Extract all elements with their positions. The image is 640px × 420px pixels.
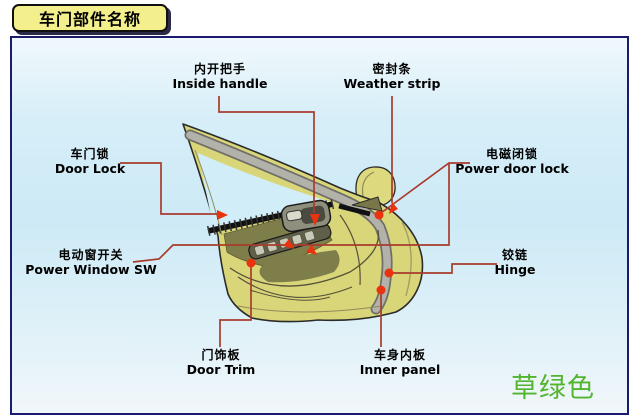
bottom-hem	[237, 305, 383, 313]
mirror-mount	[351, 196, 383, 212]
label-power-door-lock-zh: 电磁闭锁	[485, 147, 538, 161]
label-power-window-sw: 电动窗开关 Power Window SW	[14, 248, 168, 277]
outer-skin-shade	[401, 221, 412, 297]
label-power-window-sw-en: Power Window SW	[25, 261, 157, 277]
label-door-lock: 车门锁 Door Lock	[25, 147, 155, 176]
label-inside-handle-zh: 内开把手	[193, 62, 246, 76]
weather-strip-band	[186, 131, 391, 313]
leader-power-door-lock	[380, 162, 470, 214]
label-inner-panel: 车身内板 Inner panel	[330, 348, 470, 377]
label-hinge-en: Hinge	[494, 261, 536, 277]
label-door-trim: 门饰板 Door Trim	[151, 348, 291, 377]
inside-handle-shape	[280, 199, 332, 233]
pull-pocket-seam	[249, 289, 331, 301]
leader-power-window-sw	[132, 164, 450, 263]
label-hinge-zh: 铰链	[501, 248, 528, 262]
dot-power-door-lock	[374, 210, 384, 220]
label-door-lock-en: Door Lock	[54, 160, 126, 176]
page-title: 车门部件名称	[12, 4, 168, 32]
label-power-window-sw-zh: 电动窗开关	[58, 248, 124, 262]
arrow-window-sw-2	[306, 245, 317, 255]
leader-door-lock	[120, 162, 218, 215]
label-door-lock-zh: 车门锁	[70, 147, 110, 161]
belt-seal-right	[338, 203, 371, 217]
mirror-seam	[361, 171, 375, 198]
leader-markers	[217, 202, 398, 295]
lower-seam	[237, 276, 353, 299]
label-inside-handle: 内开把手 Inside handle	[150, 62, 290, 91]
dot-inner-panel	[376, 285, 386, 295]
label-weather-strip: 密封条 Weather strip	[322, 62, 462, 91]
label-power-door-lock-en: Power door lock	[455, 160, 569, 176]
label-hinge: 铰链 Hinge	[455, 248, 575, 277]
label-door-trim-zh: 门饰板	[201, 348, 241, 362]
label-power-door-lock: 电磁闭锁 Power door lock	[442, 147, 582, 176]
leader-lines	[120, 96, 497, 347]
label-inner-panel-en: Inner panel	[359, 361, 441, 377]
watermark-text: 草绿色	[511, 373, 595, 404]
leader-door-trim	[219, 264, 252, 347]
armrest-seam	[229, 229, 380, 287]
right-seam	[339, 214, 361, 286]
label-door-trim-en: Door Trim	[186, 361, 256, 377]
label-inner-panel-zh: 车身内板	[373, 348, 426, 362]
label-weather-strip-zh: 密封条	[372, 62, 412, 76]
pillar-edge	[194, 149, 223, 236]
armrest-pocket	[259, 250, 340, 283]
arrow-window-sw-1	[283, 239, 294, 249]
page-title-text: 车门部件名称	[38, 10, 141, 29]
arrow-door-lock	[217, 210, 228, 220]
dot-hinge	[384, 268, 394, 278]
label-weather-strip-en: Weather strip	[343, 75, 441, 91]
dot-door-trim	[246, 258, 256, 268]
arrow-inside-handle	[310, 214, 320, 226]
label-inside-handle-en: Inside handle	[172, 75, 268, 91]
window-glass	[198, 153, 334, 230]
leader-inside-handle	[218, 96, 315, 213]
leader-hinge	[392, 263, 497, 274]
arrow-weather-strip	[389, 202, 398, 214]
